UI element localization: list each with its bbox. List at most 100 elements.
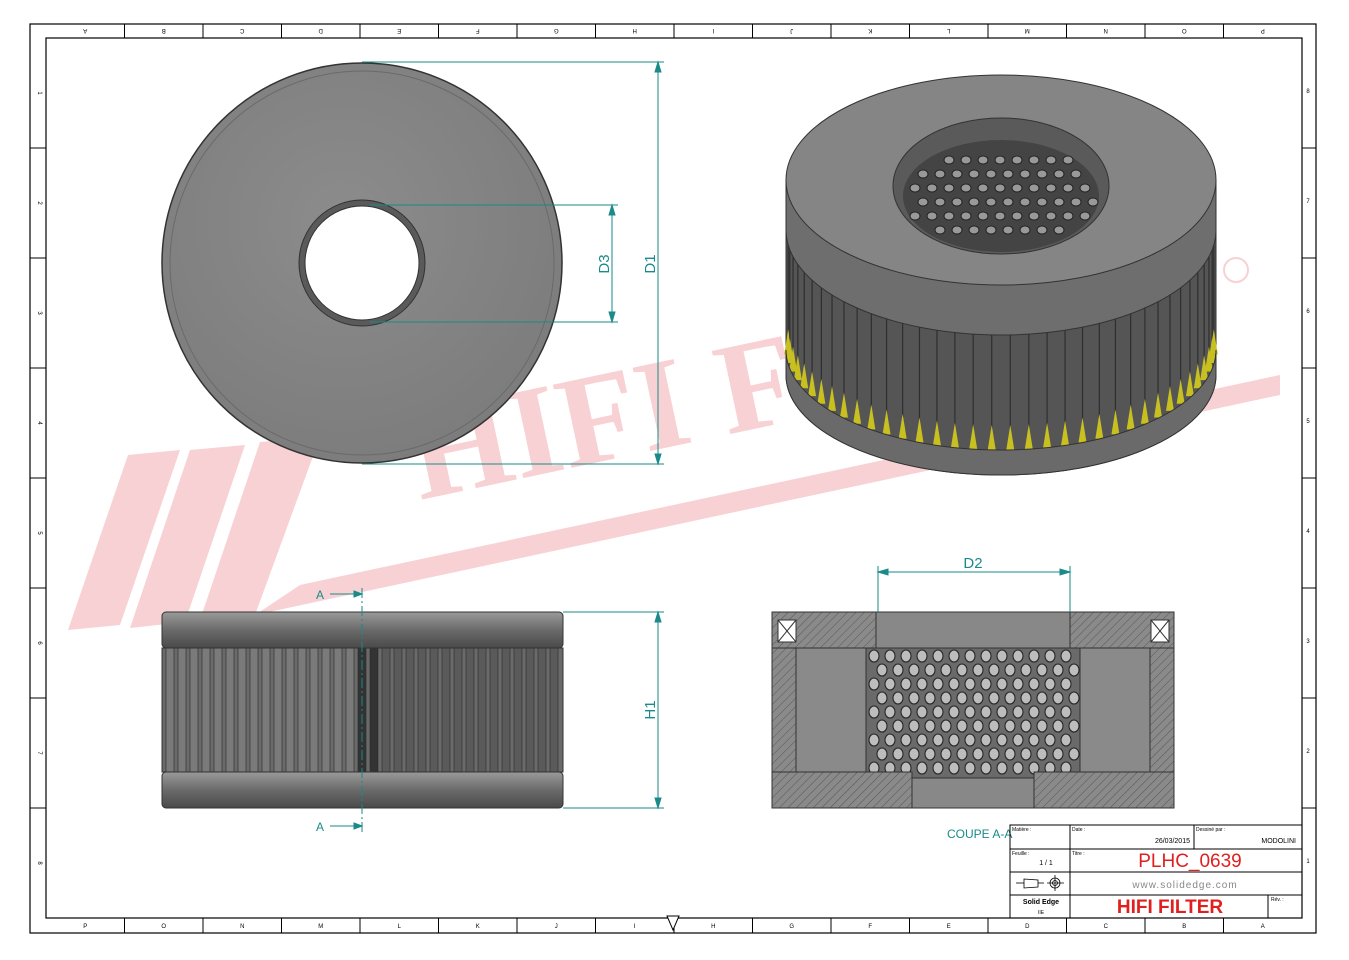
perforation-hole [900, 705, 912, 719]
pleat-tip [1006, 424, 1015, 450]
zone-column-label: G [789, 924, 794, 930]
pleat [513, 647, 523, 773]
perforation-hole [1020, 747, 1032, 761]
perforation-hole [917, 169, 929, 179]
perforation-hole [1062, 211, 1074, 221]
website: www.solidedge.com [1131, 880, 1237, 891]
perforation-hole [908, 747, 920, 761]
zone-row-label: 2 [1306, 749, 1310, 755]
zone-row-label-left: 1 [36, 91, 42, 95]
company-name: HIFI FILTER [1117, 897, 1224, 918]
perforation-hole [956, 747, 968, 761]
perforation-hole [968, 197, 980, 207]
perforation-hole [1070, 197, 1082, 207]
zone-column-label: A [1261, 924, 1265, 930]
perforation-hole [977, 183, 989, 193]
perforation-hole [868, 677, 880, 691]
zone-column-label: L [398, 924, 402, 930]
perforation-hole [948, 677, 960, 691]
perforation-hole [1012, 733, 1024, 747]
pleat [201, 647, 211, 773]
perforation-hole [1002, 225, 1014, 235]
perforation-hole [924, 691, 936, 705]
perforation-hole [1053, 169, 1065, 179]
rev-label: Rév. : [1271, 897, 1284, 903]
zone-column-label: D [1025, 924, 1030, 930]
perforation-hole [980, 705, 992, 719]
pleat-tip [950, 422, 959, 448]
pleat-tip [1126, 404, 1135, 430]
perforation-hole [985, 225, 997, 235]
pleat [369, 647, 379, 773]
zone-column-label-top: B [162, 27, 166, 33]
pleat [189, 647, 199, 773]
perforation-hole [956, 691, 968, 705]
perforation-hole [1012, 649, 1024, 663]
perforation-hole [926, 211, 938, 221]
pleat [321, 647, 331, 773]
perforation-hole [1052, 663, 1064, 677]
pleat-tip [1185, 371, 1194, 397]
dimension-h1-label: H1 [642, 700, 659, 719]
perforation-hole [932, 677, 944, 691]
perforation-hole [1062, 155, 1074, 165]
perforation-hole [1044, 649, 1056, 663]
perforation-hole [964, 761, 976, 775]
perforation-hole [996, 677, 1008, 691]
perforation-hole [1028, 183, 1040, 193]
perforation-hole [951, 169, 963, 179]
dimension-d2-label: D2 [963, 555, 982, 572]
perforation-hole [932, 733, 944, 747]
zone-column-label: M [318, 924, 323, 930]
zone-column-label: E [947, 924, 951, 930]
perforation-hole [980, 733, 992, 747]
zone-row-label-left: 4 [36, 421, 42, 425]
date-value: 26/03/2015 [1155, 838, 1190, 845]
zone-column-label-top: L [946, 27, 950, 33]
perforation-hole [1012, 677, 1024, 691]
pleat-tip [800, 363, 809, 389]
perforation-hole [924, 719, 936, 733]
perforation-hole [951, 197, 963, 207]
perforation-hole [908, 691, 920, 705]
perforation-hole [943, 183, 955, 193]
perforation-hole [985, 169, 997, 179]
perforation-hole [868, 733, 880, 747]
perforation-hole [1053, 225, 1065, 235]
perforation-hole [917, 197, 929, 207]
pleat-tip [1078, 417, 1087, 443]
perforation-hole [876, 663, 888, 677]
perforation-hole [916, 733, 928, 747]
perforation-hole [1028, 677, 1040, 691]
perforation-hole [1011, 183, 1023, 193]
perforation-hole [1012, 761, 1024, 775]
pleat-tip [1024, 424, 1033, 450]
pleat [165, 647, 175, 773]
zone-row-label-left: 8 [36, 861, 42, 865]
perforation-hole [924, 663, 936, 677]
pleat-tip [987, 424, 996, 450]
perforation-hole [1060, 733, 1072, 747]
section-marker-bottom: A [316, 820, 324, 834]
perforation-hole [940, 747, 952, 761]
pleat [549, 647, 559, 773]
perforation-hole [916, 677, 928, 691]
perforation-hole [876, 691, 888, 705]
perforation-hole [1052, 691, 1064, 705]
perforation-hole [1020, 663, 1032, 677]
zone-column-label: C [1104, 924, 1109, 930]
section-view [771, 611, 1175, 809]
perforation-hole [1087, 197, 1099, 207]
perforation-hole [994, 155, 1006, 165]
zone-row-label: 7 [1306, 199, 1310, 205]
perforation-hole [1060, 705, 1072, 719]
perforation-hole [940, 719, 952, 733]
perforation-hole [996, 733, 1008, 747]
pleat [273, 647, 283, 773]
perforation-hole [1012, 705, 1024, 719]
perforation-hole [1068, 747, 1080, 761]
perforation-hole [956, 663, 968, 677]
perforation-hole [1036, 719, 1048, 733]
pleat-tip [1165, 385, 1174, 411]
perforation-hole [1019, 197, 1031, 207]
